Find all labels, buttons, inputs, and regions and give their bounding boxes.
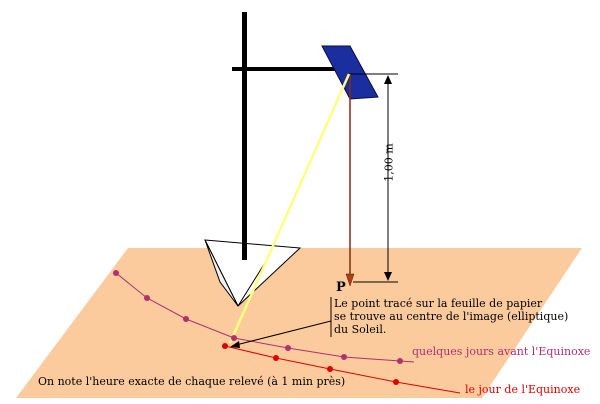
equinox-day-mark	[222, 343, 228, 349]
point-p-label: P	[336, 280, 346, 295]
label-days-before: quelques jours avant l'Equinoxe	[412, 345, 591, 358]
vertical-pole	[242, 12, 247, 260]
caption-time: On note l'heure exacte de chaque relevé …	[38, 375, 346, 388]
label-equinox-day: le jour de l'Equinoxe	[465, 383, 581, 396]
days-before-mark	[397, 358, 403, 364]
curve-days-before	[113, 270, 415, 364]
mirror	[321, 45, 379, 100]
horizontal-arm	[232, 67, 349, 71]
days-before-mark	[144, 295, 150, 301]
days-before-mark	[231, 335, 237, 341]
distance-label: 1,00 m	[382, 143, 396, 182]
note-pointer-line	[231, 320, 332, 347]
pole-base-shade	[204, 239, 239, 307]
curve-equinox-day	[222, 343, 461, 394]
days-before-mark	[183, 316, 189, 322]
note-text: Le point tracé sur la feuille de papier …	[334, 297, 568, 336]
dimension-arrow-top	[384, 75, 392, 84]
note-line-1: Le point tracé sur la feuille de papier	[334, 297, 543, 310]
paper-sheet	[16, 248, 582, 398]
days-before-line	[115, 272, 415, 363]
equinox-day-mark	[393, 379, 399, 385]
dimension-arrow-bottom	[384, 272, 392, 281]
equinox-day-mark	[273, 355, 279, 361]
days-before-mark	[285, 345, 291, 351]
note-pointer-arrow	[230, 341, 240, 348]
equinox-day-mark	[327, 366, 333, 372]
sun-ray	[228, 73, 351, 344]
days-before-mark	[113, 270, 119, 276]
plumb-bob	[345, 273, 355, 287]
note-line-2: se trouve au centre de l'image (elliptiq…	[334, 310, 569, 323]
days-before-mark	[341, 354, 347, 360]
note-line-3: du Soleil.	[334, 323, 387, 336]
